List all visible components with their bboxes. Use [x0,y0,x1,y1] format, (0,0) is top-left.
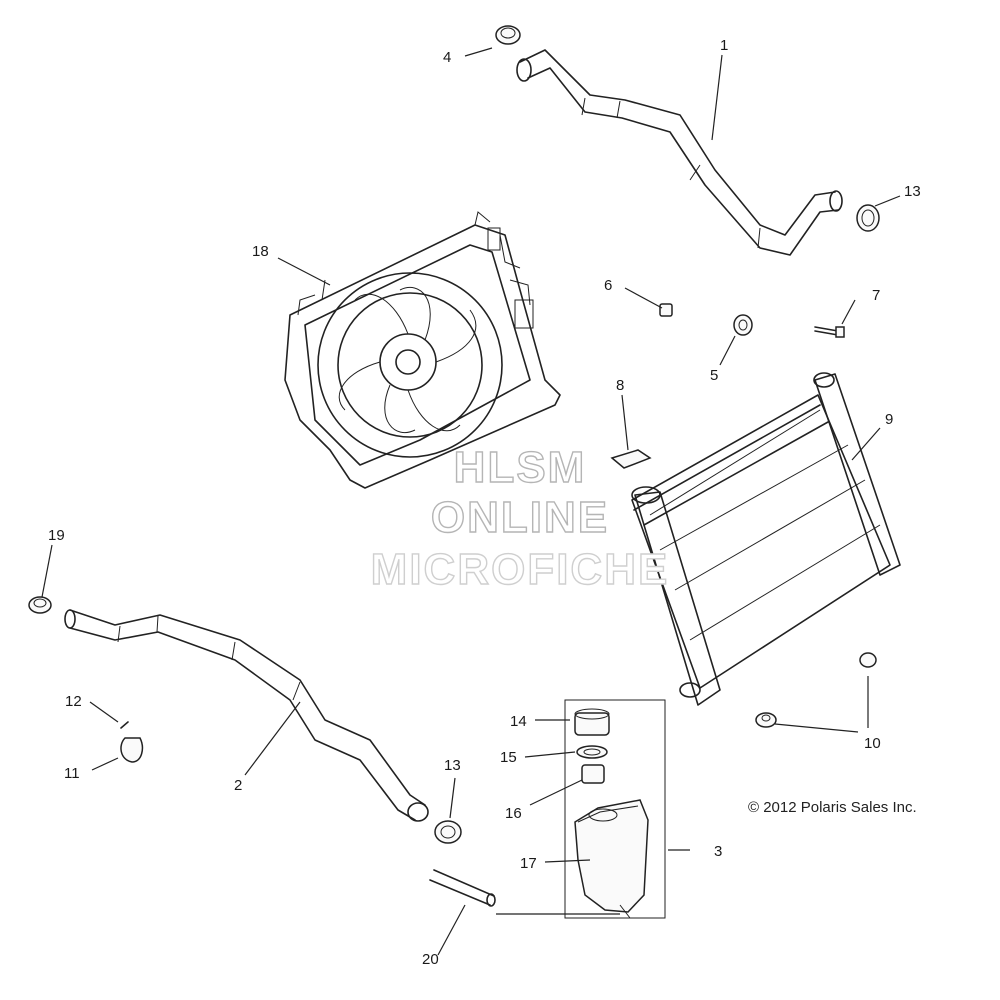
bushing-16 [581,764,605,784]
hose-clamp-4 [495,25,521,45]
grommet-5 [733,314,753,336]
callout-6: 6 [604,277,612,294]
callout-9: 9 [885,411,893,428]
callout-10: 10 [864,735,881,752]
bolt-7 [814,326,845,338]
reservoir-cap-14 [574,708,610,736]
lower-coolant-hose [64,609,429,822]
reservoir-kit-box [564,699,666,919]
watermark-line-3: MICROFICHE [371,545,670,594]
hose-clamp-13-upper [856,204,880,232]
radiator [631,372,901,706]
callout-8: 8 [616,377,624,394]
callout-18: 18 [252,243,269,260]
fastener-6 [659,303,673,317]
callout-13-lower: 13 [444,757,461,774]
callout-19: 19 [48,527,65,544]
radiator-cap-8 [610,449,652,469]
callout-1: 1 [720,37,728,54]
hose-clip-11-12 [120,721,144,763]
callout-13-upper: 13 [904,183,921,200]
reservoir-bottle-17 [574,799,649,919]
callout-17: 17 [520,855,537,872]
callout-5: 5 [710,367,718,384]
callout-14: 14 [510,713,527,730]
watermark-line-1: HLSM [454,443,587,492]
grommets-10 [755,652,877,728]
callout-4: 4 [443,49,451,66]
callout-15: 15 [500,749,517,766]
hose-clamp-13-lower [434,820,462,844]
watermark-line-2: ONLINE [431,493,609,542]
callout-11: 11 [64,765,80,782]
callout-12: 12 [65,693,82,710]
watermark: HLSM ONLINE MICROFICHE [370,442,670,594]
seal-15 [576,745,608,759]
callout-20: 20 [422,951,439,968]
callout-3: 3 [714,843,722,860]
copyright-notice: © 2012 Polaris Sales Inc. [748,799,917,816]
hose-clamp-19 [28,596,52,614]
callout-7: 7 [872,287,880,304]
callout-labels: 1 2 3 4 5 6 7 8 9 10 11 12 13 13 14 15 1… [48,37,921,968]
overflow-hose-20 [429,869,620,915]
callout-16: 16 [505,805,522,822]
callout-2: 2 [234,777,242,794]
fan-shroud-assembly [284,211,561,489]
leader-lines [41,47,901,956]
upper-coolant-hose [516,49,843,256]
